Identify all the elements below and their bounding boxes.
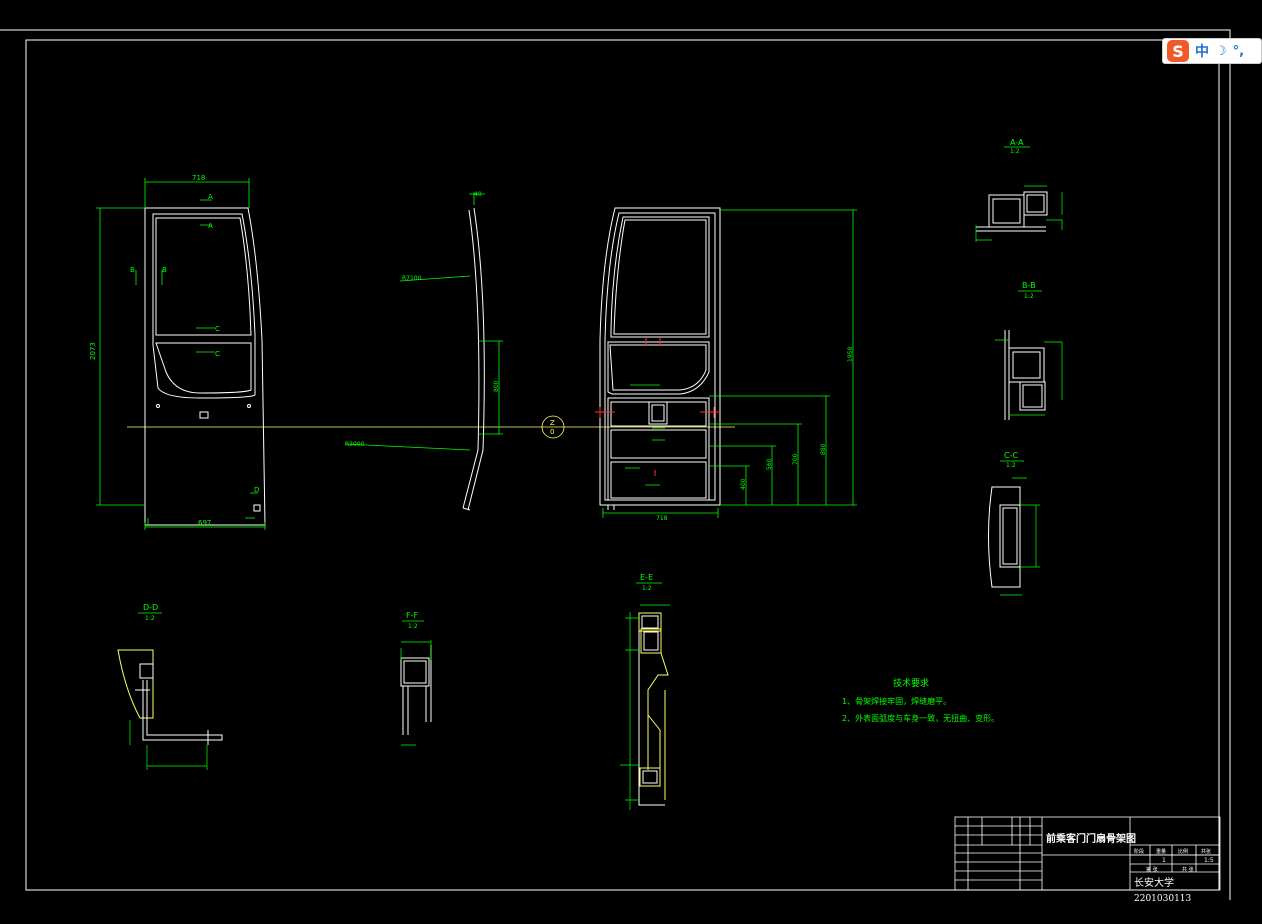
- section-bb-scale: 1:2: [1024, 293, 1034, 300]
- section-ee: E-E 1:2: [620, 573, 670, 810]
- sheet-no: 第 张: [1146, 866, 1158, 873]
- header-weight: 重量: [1156, 848, 1166, 855]
- tech-line-2: 2、外表面弧度与车身一致，无扭曲、变形。: [842, 713, 999, 723]
- section-ee-title: E-E: [640, 573, 653, 582]
- back-dim-4: 880: [820, 443, 827, 455]
- section-mark-a: A: [208, 193, 213, 201]
- side-radius-label-2: R3000: [345, 441, 365, 448]
- scale-value: 1:5: [1204, 857, 1214, 864]
- drawing-frame: [0, 29, 1231, 900]
- section-bb-title: B-B: [1022, 281, 1036, 290]
- section-mark-d: D: [254, 486, 259, 494]
- section-cc-scale: 1:2: [1006, 462, 1016, 469]
- drawing-name: 前乘客门门扇骨架图: [1046, 832, 1136, 845]
- header-scale: 比例: [1178, 848, 1188, 855]
- side-mid-dimension: 800: [493, 380, 500, 392]
- section-ff-title: F-F: [406, 611, 418, 620]
- section-mark-b: B: [130, 266, 135, 274]
- section-cc-title: C-C: [1004, 451, 1018, 460]
- ime-toolbar[interactable]: S 中 ☽ °,: [1162, 38, 1262, 64]
- sogou-logo-icon[interactable]: S: [1167, 40, 1189, 62]
- section-ff: F-F 1:2: [400, 611, 432, 746]
- header-stage: 阶段: [1134, 848, 1144, 855]
- school-name: 长安大学: [1134, 876, 1174, 889]
- section-mark-c2: C: [215, 350, 220, 358]
- section-aa: A-A 1:2: [975, 138, 1063, 242]
- header-sheets: 共张: [1201, 848, 1211, 855]
- back-height-dimension: 1958: [847, 347, 854, 362]
- title-block: 前乘客门门扇骨架图 阶段 重量 比例 共张 1 1:5 第 张 共 张 长安大学…: [954, 816, 1221, 904]
- section-bb: B-B 1:2: [995, 281, 1063, 420]
- center-mark-bottom: 0: [550, 428, 554, 436]
- section-dd-scale: 1:2: [145, 615, 155, 622]
- section-cc: C-C 1:2: [988, 451, 1040, 596]
- front-height-dimension: 2073: [89, 342, 97, 360]
- side-view: 40 R7100 R3000 800: [344, 191, 503, 511]
- moon-icon[interactable]: ☽: [1215, 43, 1227, 59]
- tech-title: 技术要求: [893, 677, 929, 689]
- tech-line-1: 1、骨架焊接牢固，焊缝磨平。: [842, 696, 951, 706]
- section-ee-scale: 1:2: [642, 585, 652, 592]
- section-aa-scale: 1:2: [1010, 148, 1020, 155]
- back-dim-2: 560: [766, 458, 773, 470]
- center-line: Z 0: [127, 415, 735, 439]
- section-mark-a2: A: [208, 222, 213, 230]
- section-ff-scale: 1:2: [408, 623, 418, 630]
- total-sheets: 共 张: [1182, 866, 1194, 873]
- back-view: 1958 718 400 560 700 880: [595, 207, 857, 522]
- side-radius-label-1: R7100: [402, 275, 422, 282]
- front-view: 718 2073 697 A A B B C C D: [89, 174, 266, 530]
- section-aa-title: A-A: [1010, 138, 1024, 147]
- section-mark-b2: B: [162, 266, 167, 274]
- back-dim-1: 400: [740, 478, 747, 490]
- side-top-dimension: 40: [474, 191, 482, 198]
- front-bottom-dimension: 697: [198, 519, 211, 527]
- technical-requirements: 技术要求 1、骨架焊接牢固，焊缝磨平。 2、外表面弧度与车身一致，无扭曲、变形。: [842, 677, 999, 723]
- section-dd: D-D 1:2: [117, 603, 223, 770]
- back-dim-3: 700: [792, 453, 799, 465]
- front-top-dimension: 718: [192, 174, 205, 182]
- section-dd-title: D-D: [143, 603, 158, 612]
- input-mode-toggle[interactable]: 中: [1195, 44, 1209, 60]
- quantity-value: 1: [1162, 857, 1166, 864]
- section-mark-c: C: [215, 325, 220, 333]
- back-bottom-dimension: 718: [656, 515, 668, 522]
- punctuation-toggle[interactable]: °,: [1232, 43, 1245, 59]
- center-mark-top: Z: [550, 419, 555, 427]
- drawing-number: 2201030113: [1134, 894, 1192, 904]
